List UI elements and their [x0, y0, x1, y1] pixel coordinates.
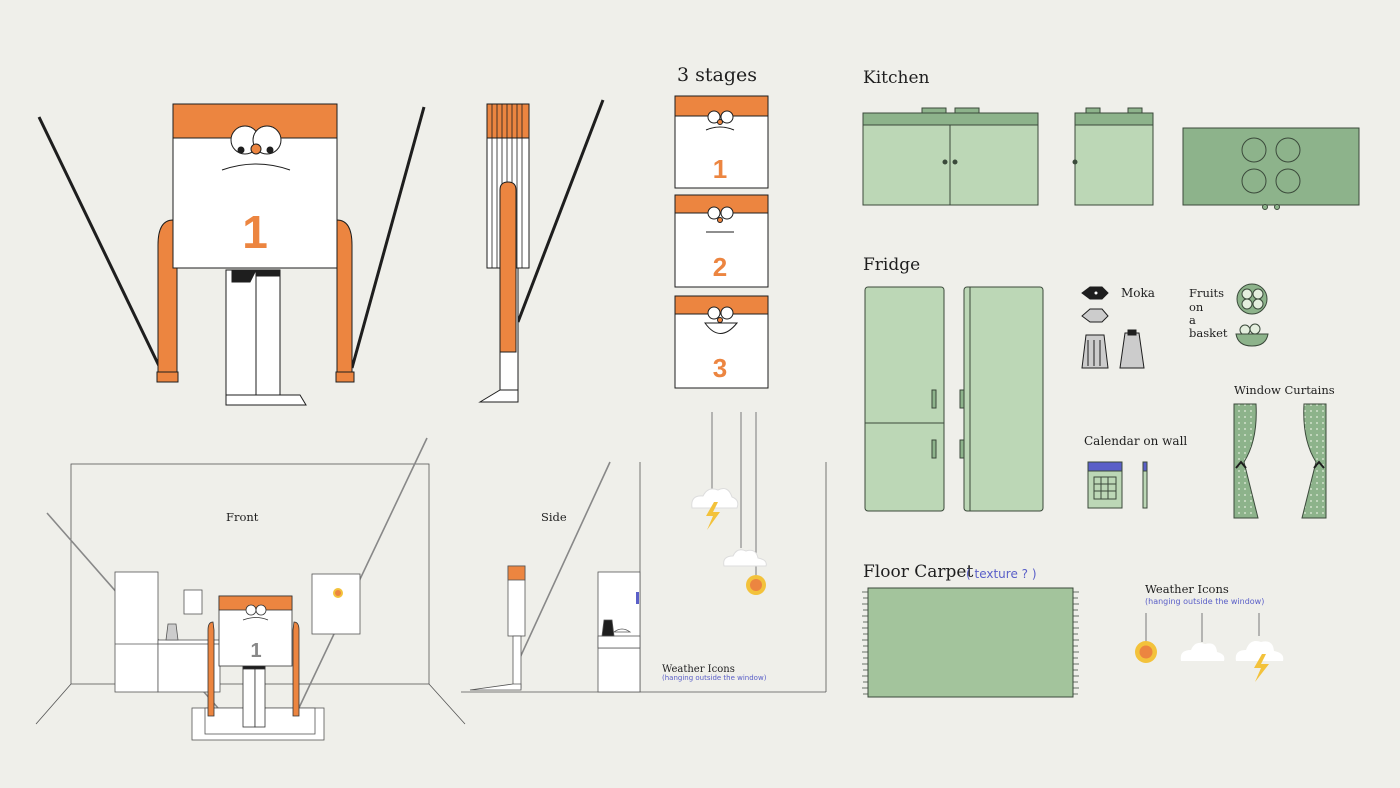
calendar-label: Calendar on wall [1084, 434, 1188, 448]
front-scene-number: 1 [250, 640, 261, 662]
scene-weather-label: Weather Icons [662, 664, 735, 675]
stage-card-2 [674, 194, 769, 288]
fridge-front [864, 286, 945, 512]
moka-label: Moka [1121, 286, 1155, 300]
floor-carpet-hint: ( texture ? ) [966, 567, 1037, 581]
stage-card-1 [674, 95, 769, 189]
weather-icons-row [1135, 613, 1284, 682]
character-side [478, 99, 605, 403]
stage-number-1: 1 [713, 154, 727, 184]
front-scene-character [207, 595, 300, 728]
moka-pot-icon [1081, 286, 1145, 369]
storm-cloud-icon [691, 488, 739, 530]
window-curtains-label: Window Curtains [1234, 383, 1335, 397]
kitchen-stovetop [1182, 127, 1360, 210]
cloud-icon [723, 549, 767, 567]
fruits-label-line2: on [1189, 300, 1204, 314]
stage-number-3: 3 [713, 353, 727, 383]
stage-number-2: 2 [713, 252, 727, 282]
side-scene [461, 461, 827, 693]
weather-icons-note: (hanging outside the window) [1145, 597, 1265, 606]
floor-carpet [862, 587, 1079, 698]
kitchen-heading: Kitchen [863, 68, 930, 88]
fruits-label-line1: Fruits [1189, 286, 1225, 300]
character-front [37, 103, 426, 406]
kitchen-counter-front [862, 107, 1039, 206]
floor-carpet-heading: Floor Carpet [863, 562, 974, 582]
kitchen-counter-side [1072, 107, 1154, 206]
cloud-icon [1180, 642, 1225, 661]
weather-icons-label: Weather Icons [1145, 582, 1229, 596]
hanging-weather-icons [711, 412, 757, 578]
character-front-number: 1 [242, 206, 268, 258]
fruits-label-line4: basket [1189, 326, 1228, 340]
fridge-side [959, 286, 1044, 512]
sun-icon [746, 575, 766, 595]
side-scene-label: Side [541, 510, 567, 524]
window-curtains [1233, 403, 1327, 519]
fruits-label-line3: a [1189, 313, 1196, 327]
scene-weather-note: (hanging outside the window) [662, 674, 767, 682]
sun-icon [1135, 641, 1157, 663]
fridge-heading: Fridge [863, 255, 921, 275]
stages-heading: 3 stages [677, 64, 757, 86]
front-scene-label: Front [226, 510, 259, 524]
fruit-basket-icon [1235, 283, 1269, 347]
stage-card-3 [674, 295, 769, 389]
storm-cloud-icon [1235, 641, 1284, 682]
calendar-icon [1087, 461, 1148, 509]
